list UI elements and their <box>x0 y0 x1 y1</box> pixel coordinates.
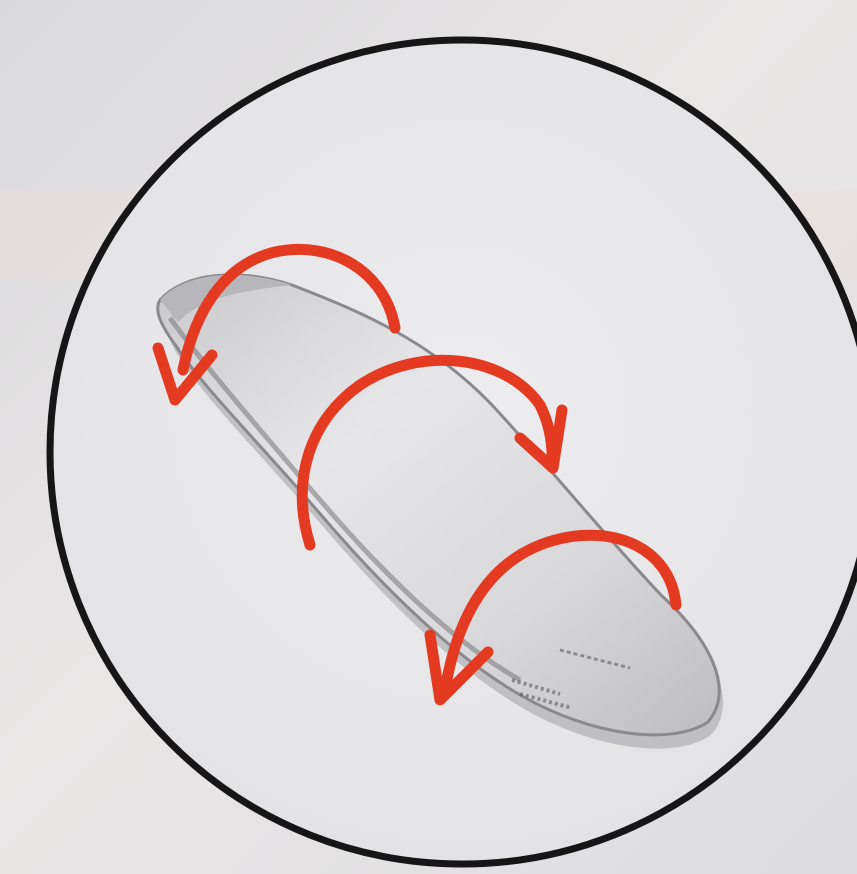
insole-flex-illustration <box>0 0 857 874</box>
illustration <box>0 0 857 874</box>
